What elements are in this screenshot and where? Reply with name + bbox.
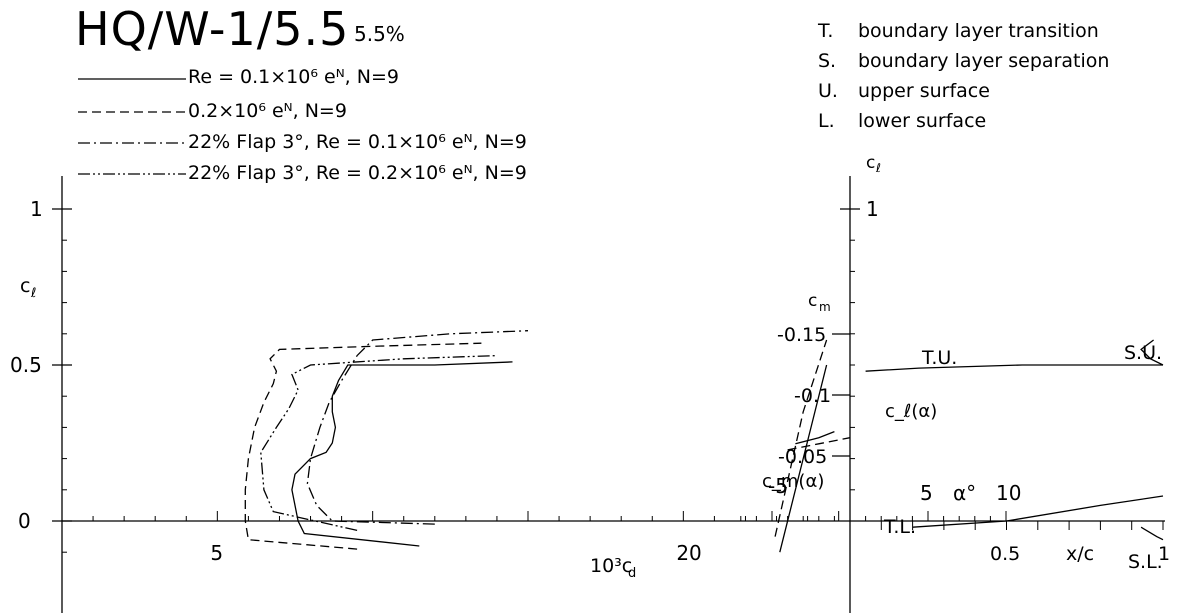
cl-axis-label-sub: ℓ (30, 286, 36, 301)
legend-samples (78, 78, 186, 175)
thickness-label: 5.5% (354, 22, 405, 46)
cm-alpha-series-3 (795, 430, 835, 445)
legend-entry-3: 22% Flap 3°, Re = 0.1×10⁶ eᴺ, N=9 (188, 131, 527, 153)
cm-tick-label: -0.1 (794, 385, 831, 407)
alpha-tick-label: -5 (768, 474, 788, 498)
xc-tick-label: 0.5 (990, 543, 1020, 565)
alpha-tick-label: 10 (996, 481, 1021, 505)
cl-tick-label: 0 (18, 509, 31, 533)
polar-series-1 (291, 361, 513, 547)
cl-alpha-series-2 (774, 339, 828, 537)
note-key-s: S. (818, 50, 837, 72)
note-text-l: lower surface (858, 110, 987, 132)
cl-right-axis-label: c (866, 153, 875, 173)
xc-annotation: T.L. (883, 516, 916, 538)
cd-axis-label: 10³c (590, 555, 632, 577)
cd-tick-label: 20 (676, 541, 701, 565)
series-group (244, 330, 1164, 553)
polar-series-3 (306, 330, 529, 525)
cd-axis-label-sub: d (628, 566, 636, 581)
xc-axis-label: x/c (1066, 543, 1094, 565)
chart-title: HQ/W-1/5.5 (75, 2, 350, 56)
xc-annotation: S.U. (1124, 342, 1162, 364)
cm-tick-label: -0.15 (777, 324, 826, 346)
annotations: c_ℓ(α) c_m(α) T.U. S.U. T.L. S.L. (762, 342, 1163, 573)
note-text-t: boundary layer transition (858, 20, 1099, 42)
cl-alpha-series-1 (779, 364, 828, 553)
cd-tick-label: 5 (210, 541, 223, 565)
cm-axis-label: c (808, 291, 817, 311)
alpha-axis-label: α° (953, 481, 976, 505)
xc-annotation: S.L. (1128, 551, 1163, 573)
polar-series-2 (244, 342, 482, 550)
cl-axis-label: c (20, 275, 30, 297)
legend-entry-1: Re = 0.1×10⁶ eᴺ, N=9 (188, 66, 399, 88)
cl-tick-label: 0.5 (10, 353, 42, 377)
xc-series-1 (865, 364, 1163, 372)
xc-series-4 (1140, 526, 1164, 541)
cl-tick-label: 1 (30, 197, 43, 221)
note-key-l: L. (818, 110, 835, 132)
note-text-s: boundary layer separation (858, 50, 1110, 72)
note-key-t: T. (818, 20, 834, 42)
xc-tick-label: 1 (1158, 543, 1170, 565)
note-text-u: upper surface (858, 80, 990, 102)
alpha-tick-label: 5 (920, 481, 933, 505)
cl-right-tick-label: 1 (866, 197, 879, 221)
alpha-annotation: c_ℓ(α) (885, 401, 937, 422)
legend-entry-2: 0.2×10⁶ eᴺ, N=9 (188, 100, 347, 122)
cm-alpha-series-4 (787, 437, 851, 451)
axes (52, 176, 1165, 613)
alpha-annotation: c_m(α) (762, 471, 824, 492)
xc-series-2 (1140, 339, 1164, 366)
xc-annotation: T.U. (921, 347, 957, 369)
xc-series-3 (912, 495, 1164, 528)
cm-tick-label: -0.05 (778, 446, 827, 468)
note-key-u: U. (818, 80, 838, 102)
cl-right-axis-label-sub: ℓ (875, 161, 881, 175)
cm-axis-label-sub: m (819, 300, 831, 314)
legend-entry-4: 22% Flap 3°, Re = 0.2×10⁶ eᴺ, N=9 (188, 162, 527, 184)
polar-series-4 (260, 354, 497, 532)
